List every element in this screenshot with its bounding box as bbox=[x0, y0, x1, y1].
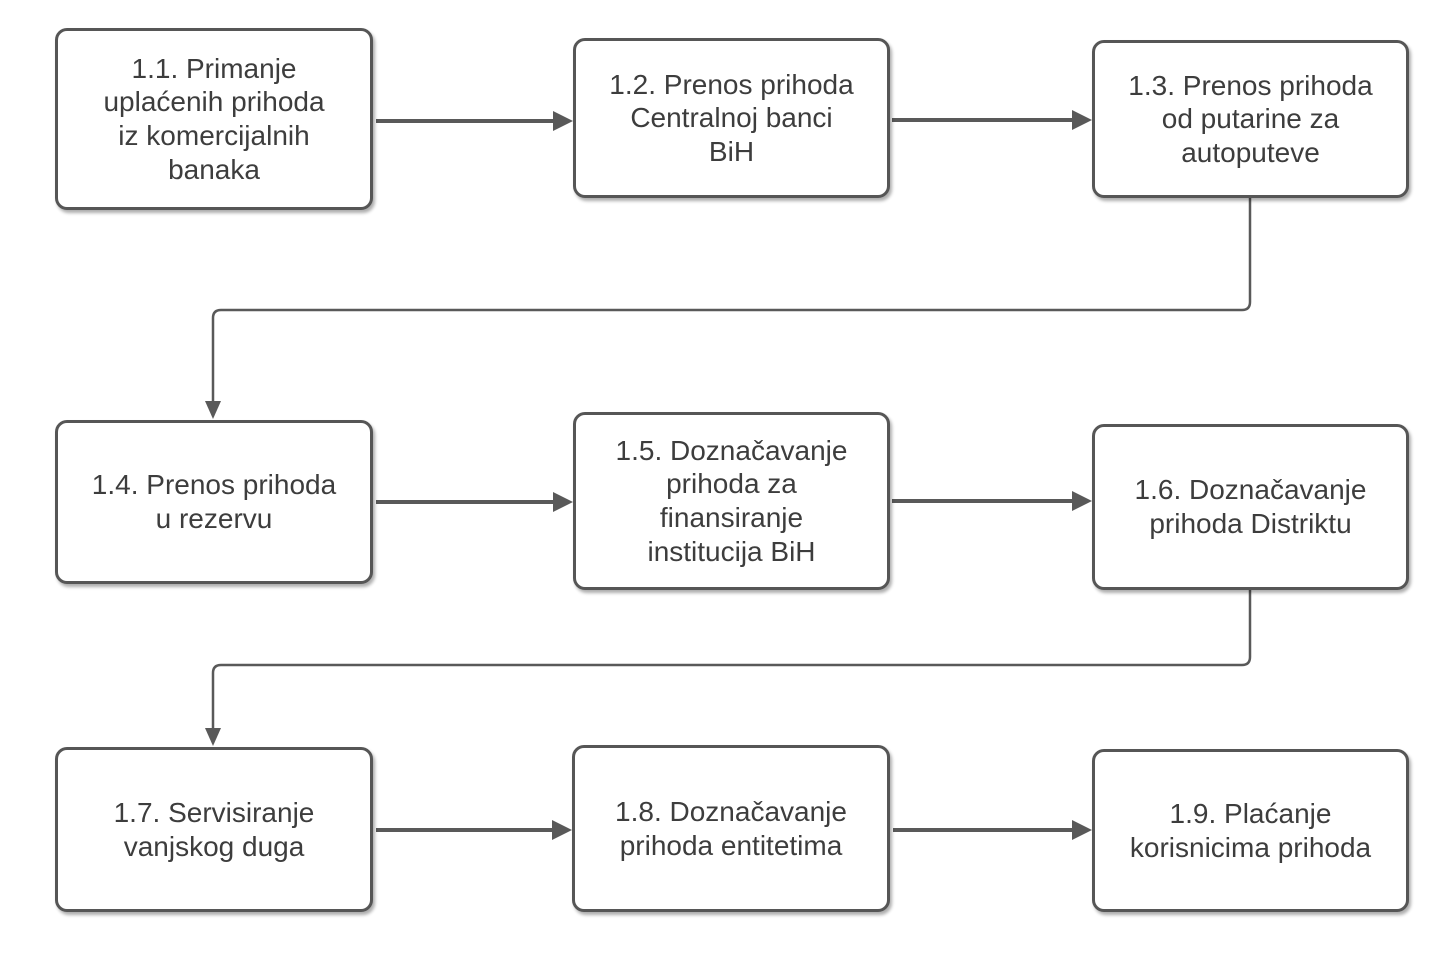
flow-node-1-3[interactable]: 1.3. Prenos prihoda od putarine za autop… bbox=[1092, 40, 1409, 198]
edge-1-7-to-1-8-arrowhead-icon bbox=[552, 820, 572, 840]
flow-node-1-1[interactable]: 1.1. Primanje uplaćenih prihoda iz komer… bbox=[55, 28, 373, 210]
edge-1-3-to-1-4-arrowhead-icon bbox=[205, 401, 221, 419]
flow-node-1-9[interactable]: 1.9. Plaćanje korisnicima prihoda bbox=[1092, 749, 1409, 912]
flow-node-1-7[interactable]: 1.7. Servisiranje vanjskog duga bbox=[55, 747, 373, 912]
flow-node-1-8-label: 1.8. Doznačavanje prihoda entitetima bbox=[615, 795, 847, 861]
flow-node-1-2-label: 1.2. Prenos prihoda Centralnoj banci BiH bbox=[609, 68, 854, 167]
edge-1-2-to-1-3-arrowhead-icon bbox=[1072, 110, 1092, 130]
edge-1-3-to-1-4-line bbox=[211, 198, 1252, 402]
flow-node-1-5[interactable]: 1.5. Doznačavanje prihoda za finansiranj… bbox=[573, 412, 890, 590]
edge-1-4-to-1-5-arrowhead-icon bbox=[553, 492, 573, 512]
edge-1-8-to-1-9-arrowhead-icon bbox=[1072, 820, 1092, 840]
edge-1-5-to-1-6-arrowhead-icon bbox=[1072, 491, 1092, 511]
flow-node-1-8[interactable]: 1.8. Doznačavanje prihoda entitetima bbox=[572, 745, 890, 912]
edge-1-6-to-1-7-arrowhead-icon bbox=[205, 728, 221, 746]
flow-node-1-6[interactable]: 1.6. Doznačavanje prihoda Distriktu bbox=[1092, 424, 1409, 590]
edge-1-1-to-1-2-arrowhead-icon bbox=[553, 111, 573, 131]
flow-node-1-3-label: 1.3. Prenos prihoda od putarine za autop… bbox=[1128, 69, 1373, 168]
flow-node-1-4[interactable]: 1.4. Prenos prihoda u rezervu bbox=[55, 420, 373, 584]
flow-node-1-1-label: 1.1. Primanje uplaćenih prihoda iz komer… bbox=[103, 52, 325, 185]
flow-node-1-7-label: 1.7. Servisiranje vanjskog duga bbox=[113, 796, 315, 862]
flow-node-1-5-label: 1.5. Doznačavanje prihoda za finansiranj… bbox=[615, 434, 848, 567]
flow-node-1-9-label: 1.9. Plaćanje korisnicima prihoda bbox=[1129, 797, 1372, 863]
flow-node-1-2[interactable]: 1.2. Prenos prihoda Centralnoj banci BiH bbox=[573, 38, 890, 198]
flow-node-1-6-label: 1.6. Doznačavanje prihoda Distriktu bbox=[1134, 474, 1367, 539]
edge-1-6-to-1-7-line bbox=[211, 590, 1252, 729]
flow-node-1-4-label: 1.4. Prenos prihoda u rezervu bbox=[91, 469, 337, 534]
